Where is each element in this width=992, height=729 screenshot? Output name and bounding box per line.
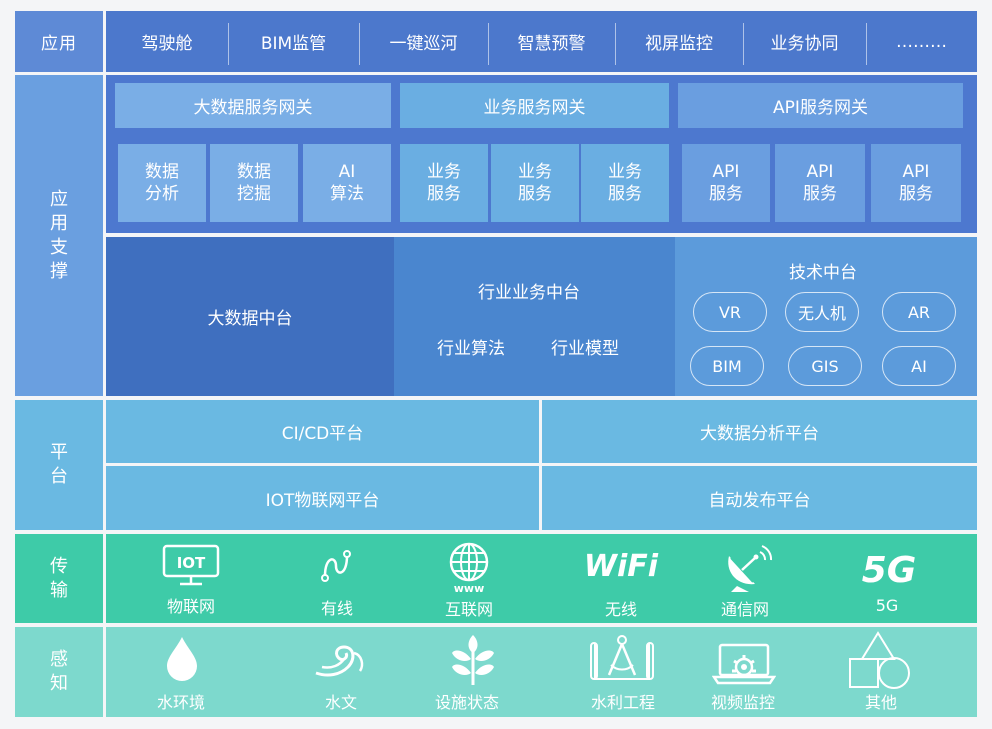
transmit-label-iot: 物联网 [166,597,215,616]
wifi-icon: WiFi [583,548,659,584]
platform-auto-release[interactable]: 自动发布平台 [542,466,977,530]
app-item-video[interactable]: 视屏监控 [645,34,713,54]
bigdata-middle-platform[interactable]: 大数据中台 [106,237,394,396]
laptop-gear-icon [712,641,776,685]
service-business-1[interactable]: 业务服务 [400,144,488,222]
app-item-bim[interactable]: BIM监管 [260,34,327,54]
iot-icon: IOT [162,544,220,586]
transmit-label-wired: 有线 [320,599,353,618]
sense-label-hydrology: 水文 [324,693,357,712]
svg-text:www: www [454,582,485,594]
tech-bim[interactable]: BIM [690,346,764,386]
tech-middle-platform: 技术中台 VR 无人机 AR BIM GIS AI [675,237,977,396]
platform-iot[interactable]: IOT物联网平台 [106,466,539,530]
service-business-3[interactable]: 业务服务 [581,144,669,222]
sense-label-video: 视频监控 [710,693,775,712]
row-label-application: 应用 [15,11,103,72]
application-bar: 驾驶舱 BIM监管 一键巡河 智慧预警 视屏监控 业务协同 ……… [106,11,977,72]
app-item-cockpit[interactable]: 驾驶舱 [141,34,193,54]
transmit-label-internet: 互联网 [444,600,493,619]
water-drop-icon [164,635,200,683]
transmit-label-telecom: 通信网 [720,600,769,619]
transmit-label-5g: 5G [875,596,899,615]
row-label-sense: 感 知 [15,627,103,717]
row-label-support: 应 用 支 撑 [15,75,103,396]
transmit-label-wireless: 无线 [604,600,637,619]
tech-vr[interactable]: VR [693,292,767,332]
tech-ar[interactable]: AR [882,292,956,332]
gateway-api[interactable]: API服务网关 [678,83,963,128]
tech-ai[interactable]: AI [882,346,956,386]
app-item-warning[interactable]: 智慧预警 [517,34,586,54]
5g-icon: 5G [861,549,917,591]
tech-gis[interactable]: GIS [788,346,862,386]
sense-label-water-project: 水利工程 [590,693,655,712]
tech-middle-title: 技术中台 [789,262,857,283]
app-item-more[interactable]: ……… [896,31,947,52]
service-business-2[interactable]: 业务服务 [491,144,579,222]
sense-label-facility: 设施状态 [434,693,499,712]
app-item-patrol[interactable]: 一键巡河 [389,34,458,54]
service-data-analysis[interactable]: 数据分析 [118,144,206,222]
platform-cicd[interactable]: CI/CD平台 [106,400,539,463]
industry-middle-title: 行业业务中台 [478,282,580,303]
wave-icon [314,641,368,681]
row-label-transmit: 传 输 [15,534,103,623]
app-item-collab[interactable]: 业务协同 [770,34,839,54]
globe-www-icon: www [444,542,494,594]
shapes-icon [848,631,914,689]
blueprint-compass-icon [589,631,655,685]
transmit-bar: IOT 物联网 有线 www 互联网 WiFi 无线 [106,534,977,623]
sense-label-water-env: 水环境 [156,693,205,712]
svg-text:IOT: IOT [177,554,206,572]
gateway-business[interactable]: 业务服务网关 [400,83,669,128]
tech-drone[interactable]: 无人机 [785,292,859,332]
sense-label-other: 其他 [864,693,897,712]
industry-model: 行业模型 [551,338,619,359]
industry-middle-platform[interactable]: 行业业务中台 行业算法 行业模型 [394,237,675,396]
sense-bar: 水环境 水文 设施状态 水利工程 [106,627,977,717]
plant-icon [448,631,498,687]
wired-cable-icon [319,548,355,584]
industry-algorithm: 行业算法 [437,338,505,359]
platform-bigdata-analysis[interactable]: 大数据分析平台 [542,400,977,463]
gateway-bigdata[interactable]: 大数据服务网关 [115,83,391,128]
row-label-platform: 平 台 [15,400,103,530]
satellite-dish-icon [723,542,777,594]
service-data-mining[interactable]: 数据挖掘 [210,144,298,222]
